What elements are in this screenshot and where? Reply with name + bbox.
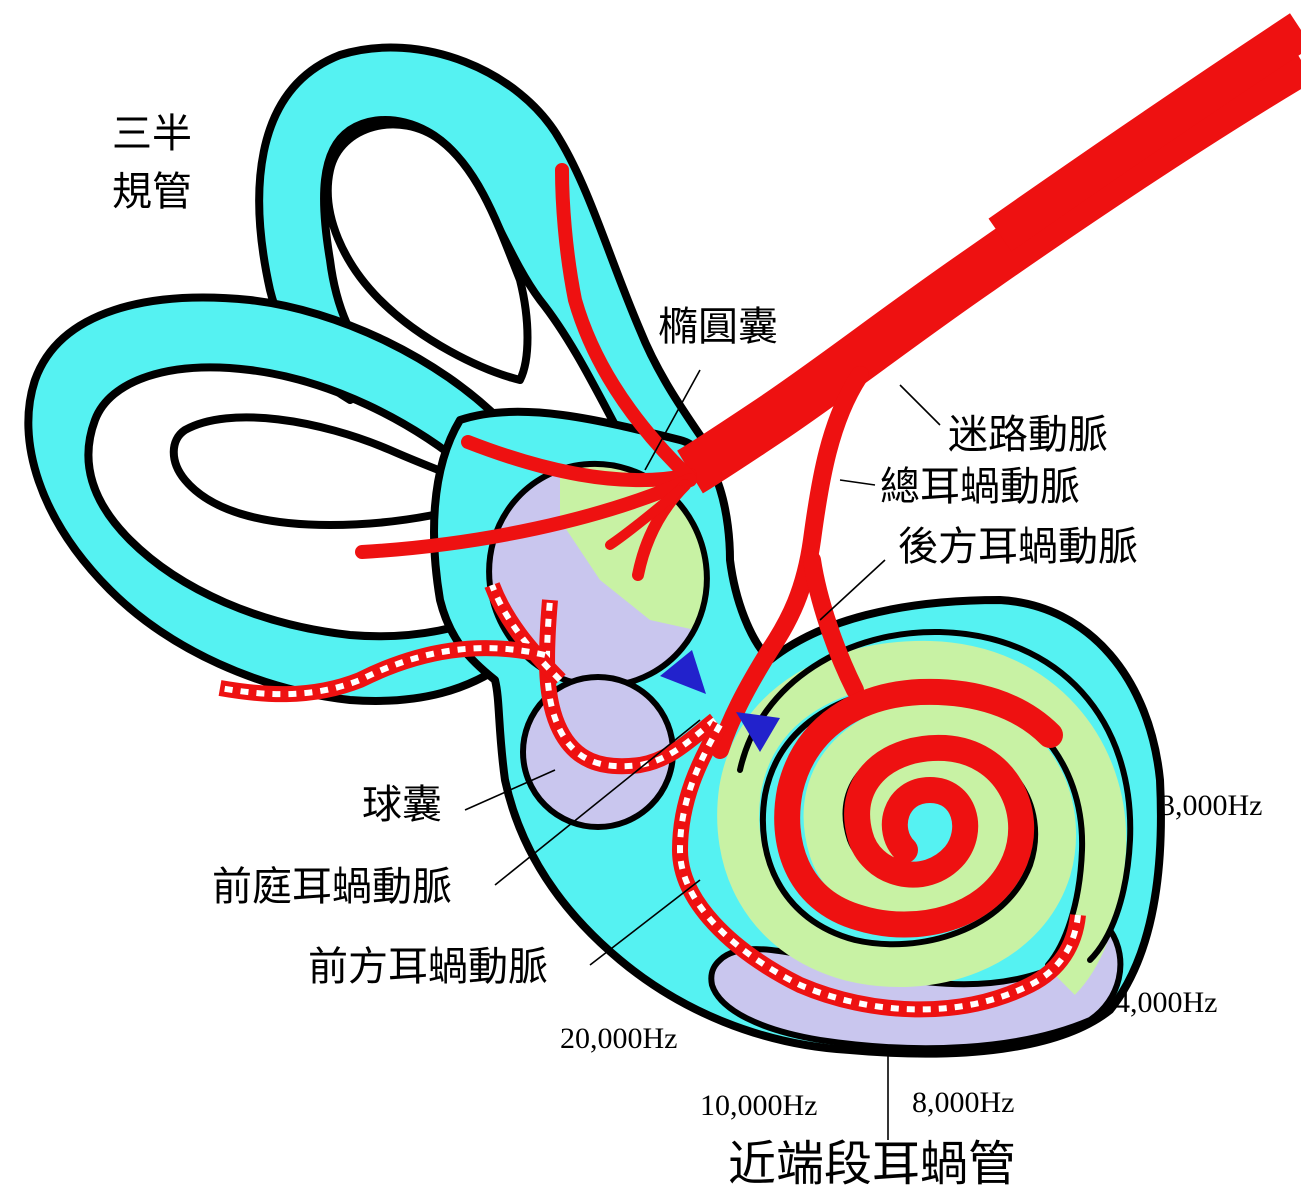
utricle-outline bbox=[486, 460, 710, 690]
common-cochlear-artery bbox=[711, 366, 869, 759]
marker-triangle-upper bbox=[660, 650, 706, 694]
labyrinthine-artery bbox=[677, 38, 1301, 494]
leader-posterior-cochlear bbox=[819, 559, 886, 621]
utricular-branch-5 bbox=[605, 485, 685, 550]
label-semicircular-2: 規管 bbox=[112, 169, 192, 215]
leader-anterior-cochlear bbox=[589, 879, 701, 966]
leader-labyrinthine bbox=[899, 384, 941, 426]
labyrinthine-artery-tip bbox=[988, 13, 1301, 252]
marker-triangle-lower bbox=[736, 712, 780, 752]
cochlea-spiral-band bbox=[717, 640, 1127, 995]
utricular-branch-2 bbox=[555, 163, 697, 485]
leader-saccule bbox=[464, 769, 556, 811]
leader-utricle bbox=[644, 369, 701, 471]
labels: 三半 規管 橢圓囊 迷路動脈 總耳蝸動脈 後方耳蝸動脈 球囊 前庭耳蝸動脈 前方… bbox=[112, 111, 1262, 1192]
label-8000hz: 8,000Hz bbox=[912, 1086, 1014, 1119]
label-semicircular-1: 三半 bbox=[112, 111, 192, 157]
label-anterior-cochlear-artery: 前方耳蝸動脈 bbox=[308, 944, 548, 990]
cochlear-spiral-artery bbox=[774, 678, 1063, 938]
label-utricle: 橢圓囊 bbox=[658, 304, 778, 350]
saccular-branch bbox=[484, 582, 566, 686]
label-4000hz: 4,000Hz bbox=[1115, 986, 1217, 1019]
utricular-branch-3 bbox=[355, 473, 697, 559]
cochlea-outer-wall bbox=[737, 628, 1134, 963]
label-posterior-cochlear-artery: 後方耳蝸動脈 bbox=[898, 524, 1138, 570]
leader-vestibulocochlear bbox=[494, 719, 701, 886]
dashed-arteries bbox=[218, 582, 1086, 1018]
label-proximal-cochlea: 近端段耳蝸管 bbox=[728, 1136, 1016, 1192]
label-labyrinthine-artery: 迷路動脈 bbox=[948, 412, 1108, 458]
posterior-vestibular-branch-dash bbox=[219, 645, 546, 698]
anterior-cochlear-artery-dash bbox=[676, 723, 1081, 1013]
label-common-cochlear-artery: 總耳蝸動脈 bbox=[880, 464, 1080, 510]
leader-lines bbox=[464, 369, 941, 1140]
label-vestibulocochlear-artery: 前庭耳蝸動脈 bbox=[212, 864, 452, 910]
superior-canal-lumen bbox=[323, 120, 532, 384]
label-saccule: 球囊 bbox=[362, 782, 442, 828]
arteries bbox=[355, 13, 1301, 938]
leader-common-cochlear bbox=[839, 479, 876, 486]
utricular-branch-1 bbox=[461, 435, 697, 488]
label-3000hz: 3,000Hz bbox=[1160, 789, 1262, 822]
label-10000hz: 10,000Hz bbox=[700, 1089, 817, 1122]
posterior-cochlear-artery bbox=[803, 551, 864, 699]
label-20000hz: 20,000Hz bbox=[560, 1022, 677, 1055]
